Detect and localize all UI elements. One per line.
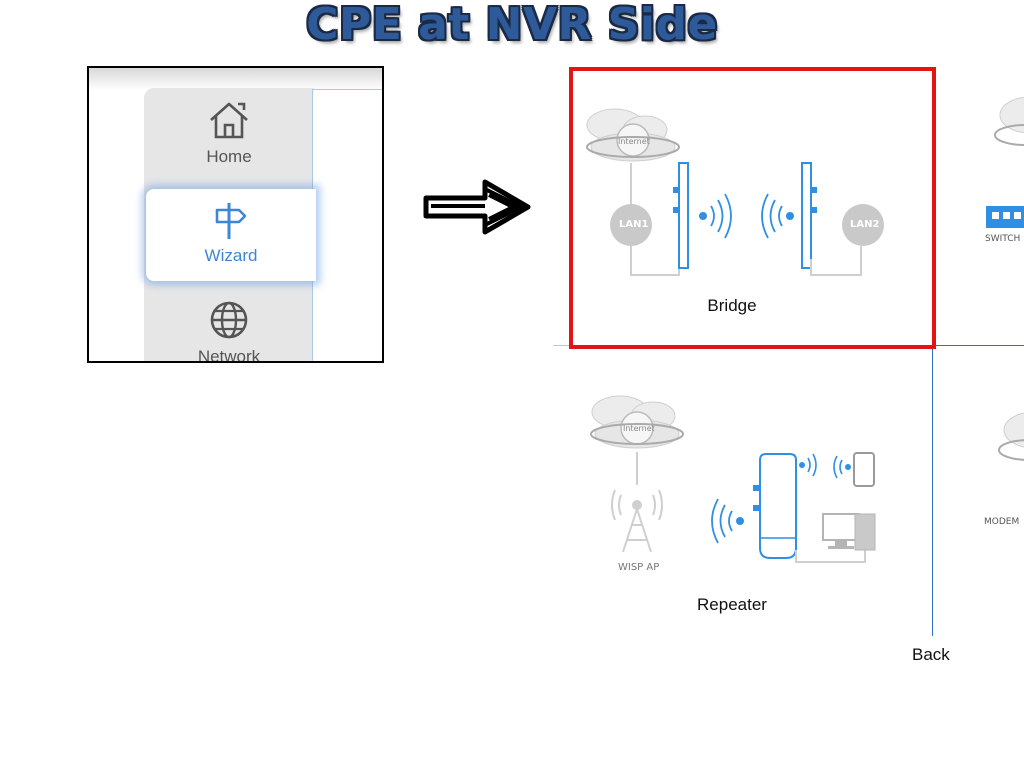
sidebar-item-label: Wizard bbox=[204, 246, 258, 265]
lan1-label: LAN1 bbox=[619, 219, 649, 230]
repeater-diagram bbox=[590, 395, 876, 563]
mode-card-partial-modem[interactable]: MODEM bbox=[984, 405, 1024, 535]
phone-icon bbox=[853, 452, 875, 487]
internet-label: Internet bbox=[623, 424, 655, 433]
back-button[interactable]: Back bbox=[912, 645, 950, 664]
sidebar-item-label: Home bbox=[206, 147, 252, 166]
sidebar-item-label: Network bbox=[197, 347, 261, 363]
partial-diagram bbox=[998, 412, 1024, 461]
right-arrow-icon bbox=[423, 179, 531, 235]
sidebar-item-wizard[interactable]: Wizard bbox=[146, 189, 316, 281]
modem-label: MODEM bbox=[984, 517, 1020, 527]
highlight-box bbox=[569, 67, 936, 349]
switch-label: SWITCH bbox=[985, 234, 1021, 244]
mode-caption-bridge: Bridge bbox=[707, 296, 757, 315]
cpe-device-icon bbox=[801, 162, 812, 269]
mode-caption-repeater: Repeater bbox=[697, 595, 767, 614]
page-title: CPE at NVR Side bbox=[306, 0, 718, 50]
internet-label: Internet bbox=[618, 137, 650, 146]
divider bbox=[936, 345, 1024, 346]
lan2-label: LAN2 bbox=[850, 219, 880, 230]
repeater-device-icon bbox=[759, 453, 797, 559]
mode-card-repeater[interactable]: Internet WISP AP Repeater bbox=[585, 390, 895, 620]
bridge-diagram bbox=[586, 108, 884, 276]
computer-icon bbox=[822, 513, 876, 551]
mode-card-partial-switch[interactable]: SWITCH bbox=[985, 90, 1024, 250]
globe-icon bbox=[210, 301, 248, 339]
cloud-icon bbox=[586, 108, 680, 162]
signpost-icon bbox=[215, 203, 247, 239]
sidebar-item-home[interactable]: Home bbox=[144, 98, 314, 167]
top-shade bbox=[89, 68, 382, 90]
wisp-tower-icon bbox=[611, 489, 663, 553]
cloud-icon bbox=[590, 395, 684, 449]
cpe-device-icon bbox=[678, 162, 689, 269]
lan1-node bbox=[610, 204, 652, 246]
divider bbox=[932, 346, 933, 636]
content-panel bbox=[312, 89, 382, 361]
sidebar-zoom-crop: Home Wizard Network bbox=[87, 66, 384, 363]
wisp-ap-label: WISP AP bbox=[618, 562, 660, 573]
home-icon bbox=[210, 102, 248, 139]
divider bbox=[553, 345, 569, 346]
sidebar-item-network[interactable]: Network bbox=[144, 298, 314, 363]
lan2-node bbox=[842, 204, 884, 246]
mode-card-bridge[interactable]: Internet LAN1 LAN2 Bridge bbox=[575, 95, 925, 325]
partial-diagram bbox=[986, 96, 1024, 228]
